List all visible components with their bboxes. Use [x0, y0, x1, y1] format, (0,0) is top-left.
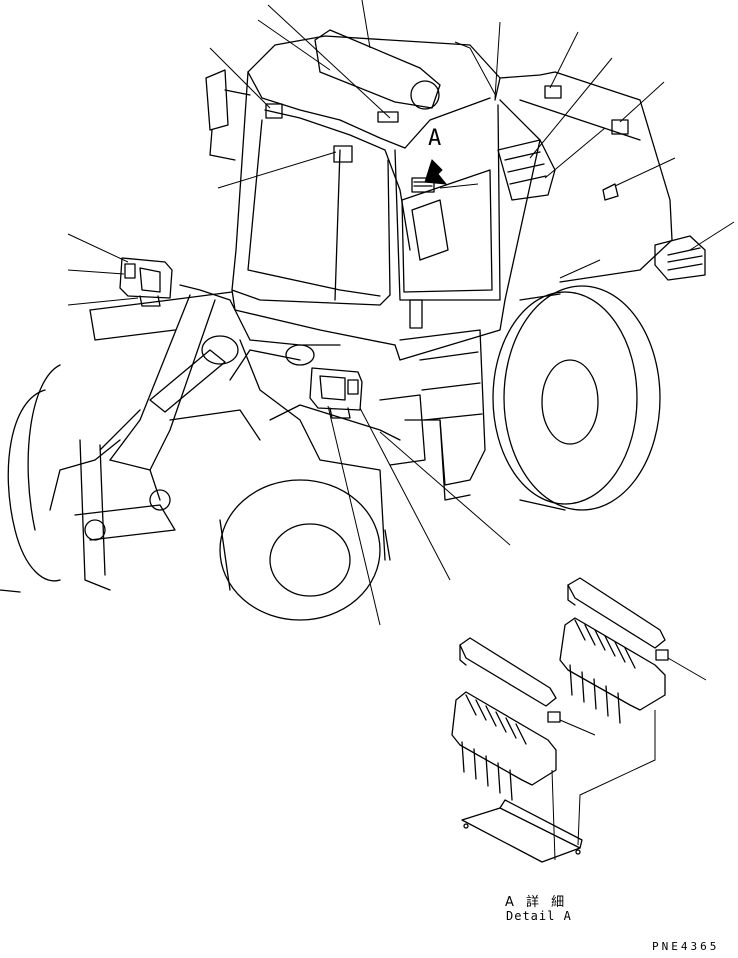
rear-body — [497, 71, 706, 301]
detail-a-fuse-boxes — [451, 577, 707, 863]
detail-a-label-jp: A 詳 細 — [505, 895, 569, 910]
loader-arm — [49, 284, 401, 591]
front-wheels — [0, 364, 391, 621]
rear-wheel — [492, 285, 661, 511]
leader-lines — [67, 0, 735, 626]
drawing-number: PNE4365 — [652, 940, 720, 953]
cab — [205, 29, 506, 361]
work-lights — [119, 257, 363, 419]
arrow-a-icon — [411, 159, 448, 193]
callout-a-label: A — [428, 126, 442, 151]
ladder — [379, 329, 486, 501]
detail-a-label-en: Detail A — [506, 909, 572, 923]
